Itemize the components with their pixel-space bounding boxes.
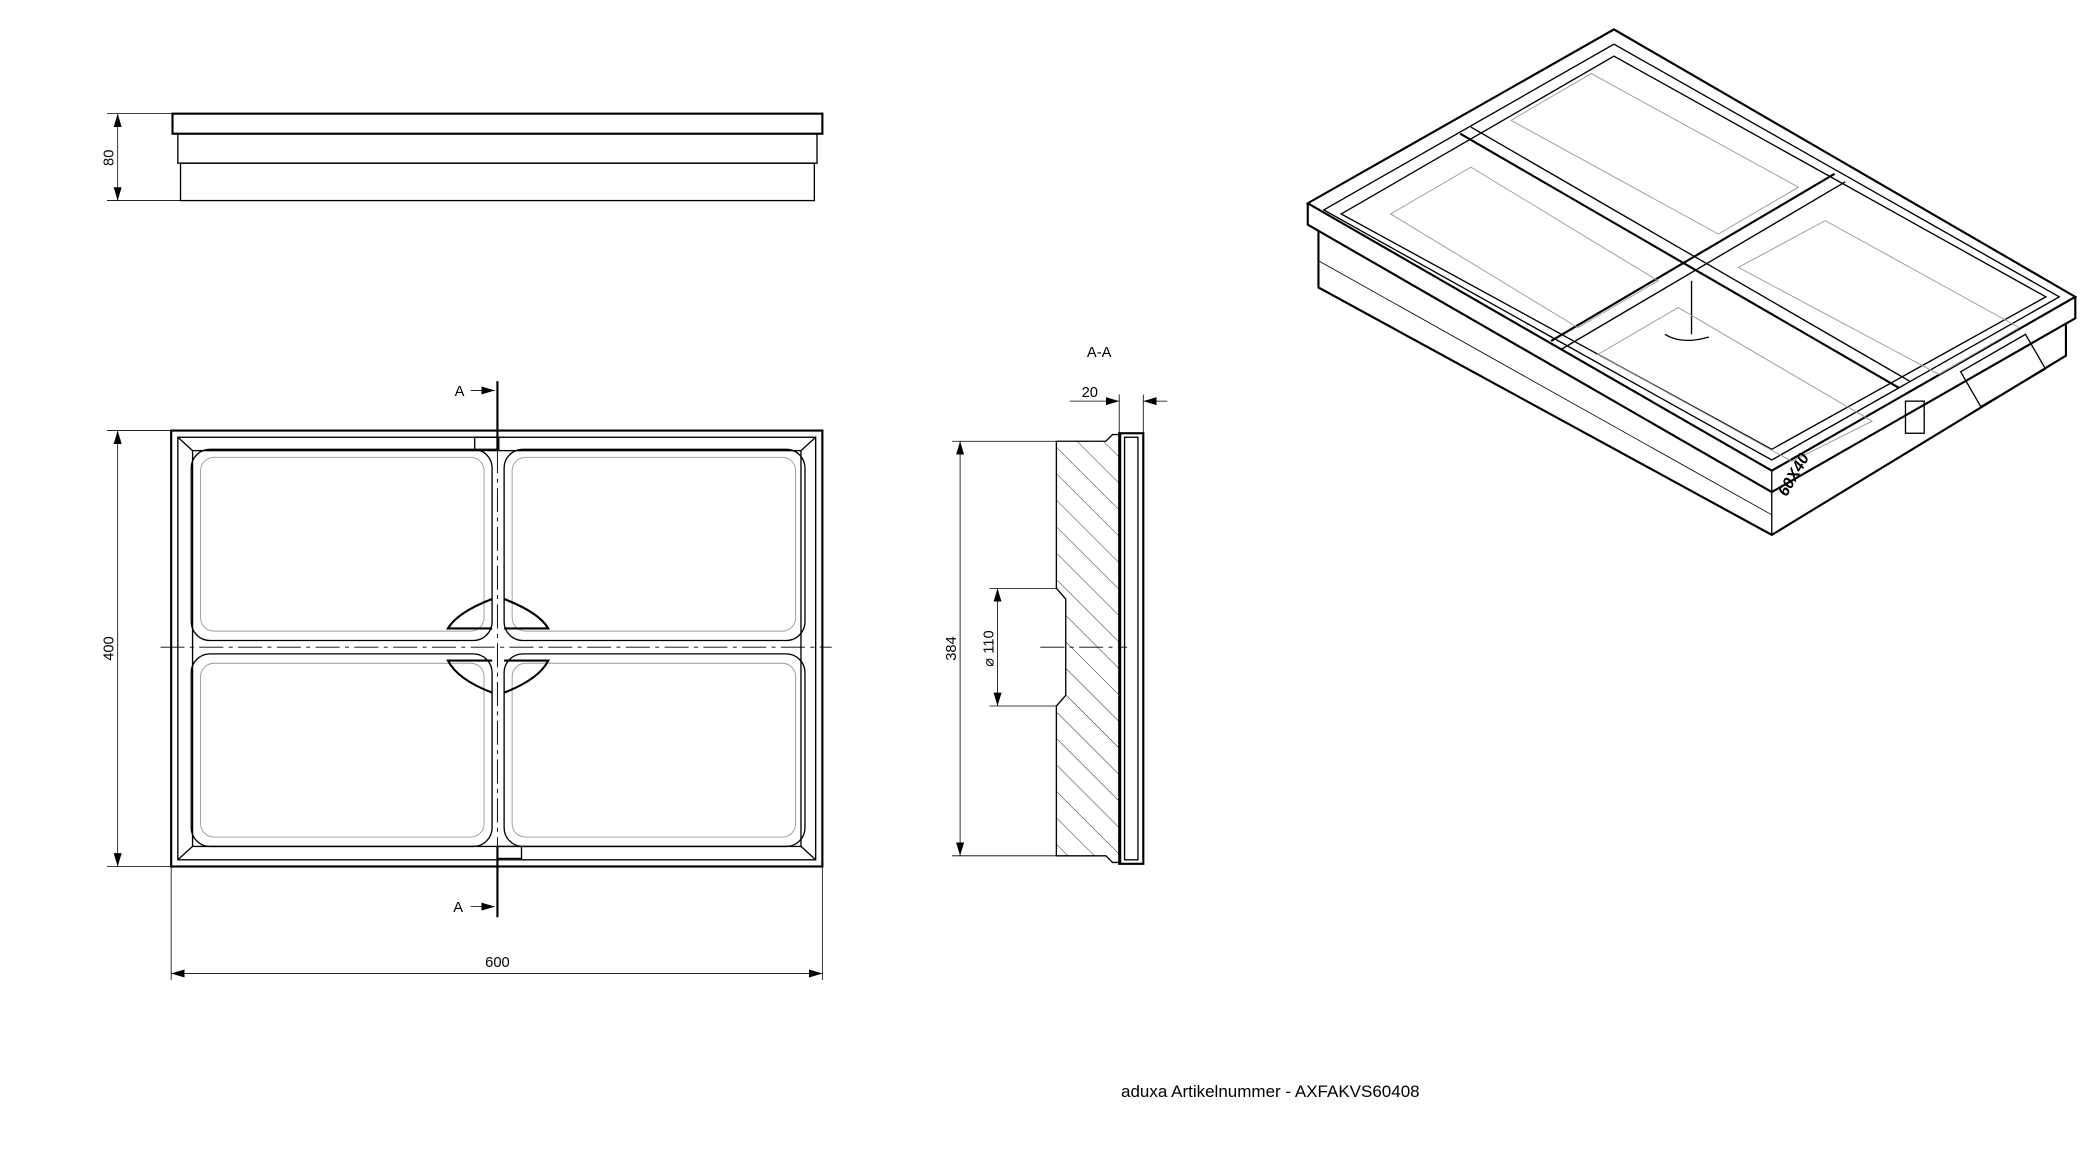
hole-diameter-dimension: ⌀ 110 — [982, 630, 998, 666]
plan-view: A A 400 600 — [102, 381, 832, 981]
plan-width-dimension: 600 — [485, 955, 510, 971]
section-mark-bottom: A — [453, 900, 463, 916]
article-number-caption: aduxa Artikelnummer - AXFAKVS60408 — [1121, 1082, 1420, 1101]
section-view: A-A 20 384 ⌀ 110 — [944, 345, 1168, 865]
compartment — [503, 448, 806, 642]
side-height-dimension: 80 — [102, 150, 118, 166]
compartment — [190, 448, 493, 642]
section-title: A-A — [1087, 345, 1112, 361]
section-mark-top: A — [455, 384, 465, 400]
compartment — [503, 653, 806, 848]
plan-height-dimension: 400 — [102, 636, 118, 661]
isometric-view: 60X40 — [1305, 28, 2078, 537]
side-view: 80 — [102, 112, 824, 202]
compartment — [190, 653, 493, 848]
section-height-dimension: 384 — [944, 636, 960, 661]
size-label: 60X40 — [1774, 450, 1813, 499]
section-thickness-dimension: 20 — [1082, 385, 1098, 401]
